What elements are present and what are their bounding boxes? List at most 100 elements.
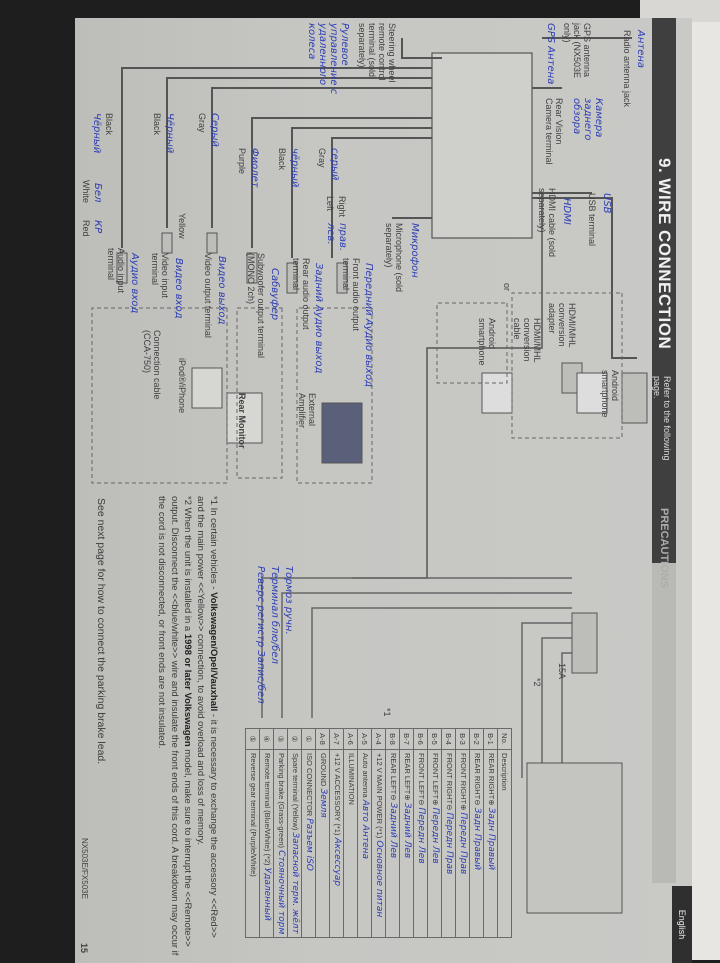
- marker-note1: *1: [382, 708, 392, 717]
- row-description: Parking brake (Grass-green) Стояночный т…: [273, 749, 288, 938]
- row-description: REAR RIGHT⊖ Задн Правый: [469, 749, 484, 938]
- table-row: A-6 ILLUMINATION: [343, 728, 358, 938]
- refer-label: Refer to the following page.: [652, 376, 672, 461]
- row-description: +12 V ACCESSORY (*1) Аксессуар: [329, 749, 344, 938]
- steering-note: Рулевое управление с удаленного колеса: [306, 23, 350, 95]
- header-no: No.: [497, 728, 512, 750]
- row-note: Аксессуар: [332, 837, 342, 887]
- android-phone-bottom: [481, 372, 513, 414]
- row-note: Задний Лев: [402, 802, 412, 859]
- black-note: чёрный: [289, 148, 300, 188]
- row-no: A-5: [357, 728, 372, 750]
- audio-in-note: Аудио вход: [129, 253, 140, 314]
- row-note: Земля: [318, 788, 328, 818]
- row-no: B-2: [469, 728, 484, 750]
- rear-audio-note: Задний Аудио выход: [313, 263, 324, 374]
- rear-monitor-label: Rear Monitor: [237, 393, 247, 449]
- video-in-wire: [166, 77, 432, 228]
- ipod-icon: [191, 367, 223, 409]
- amplifier-icon: [321, 402, 363, 464]
- harness-wire-2: [281, 592, 572, 718]
- purple-label: Purple: [237, 148, 247, 175]
- harness-wire-1: [261, 577, 572, 718]
- table-row: B-1 REAR RIGHT⊕ Задн Правый: [483, 728, 498, 938]
- row-note: Разъем iSO: [304, 818, 314, 871]
- video-out-wire: [211, 87, 432, 228]
- right-note: прав.: [337, 223, 348, 252]
- table-row: A-5 Auto antenna Авто Антена: [357, 728, 372, 938]
- row-description: +12 V MAIN POWER (*1) Основное питан: [371, 749, 386, 938]
- row-no: A-4: [371, 728, 386, 750]
- row-note: Задн Правый: [486, 807, 496, 871]
- right-label: Right: [337, 196, 347, 218]
- manual-page: 9. WIRE CONNECTION PRECAUTIONS English: [75, 18, 692, 963]
- marker-note2: *2: [532, 678, 542, 687]
- usb-label: USB terminal: [587, 193, 597, 247]
- android-bottom-label: Android smartphone: [477, 318, 497, 366]
- steering-label: Steering wheel remote control terminal (…: [357, 23, 397, 83]
- row-note: Основное питан: [374, 840, 384, 918]
- mhl-cable-label: HDMI/MHL conversion cable: [512, 318, 542, 363]
- row-note: Задн Правый: [472, 807, 482, 871]
- purple-note: Фиолет: [249, 148, 260, 188]
- ext-amp-label: External Amplifier: [297, 393, 317, 429]
- harness-connector: [571, 612, 598, 674]
- row-description: Reverse gear terminal (Purple/White): [245, 749, 260, 938]
- camera-label: Rear Vision Camera terminal: [544, 98, 564, 165]
- usb-note: USB: [601, 193, 612, 214]
- iso-connector: [526, 762, 623, 914]
- audio-in-wire: [121, 67, 432, 248]
- microphone-label: Microphone (sold separately): [384, 223, 404, 293]
- audio-in-label: Audio input terminal: [106, 248, 126, 294]
- row-description: FRONT LEFT⊕ Передн Лев: [427, 749, 442, 938]
- video-in-label: Video input terminal: [150, 253, 170, 298]
- harness-wire-4: [521, 622, 572, 778]
- table-row: ⑤ Reverse gear terminal (Purple/White): [245, 728, 260, 938]
- row-no: B-3: [455, 728, 470, 750]
- video-out-note: Видео выход: [216, 256, 227, 325]
- ipod-label: iPod®/iPhone: [177, 358, 187, 414]
- row-description: REAR LEFT⊖ Задний Лев: [385, 749, 400, 938]
- side-note-2: Терминал блю/бел: [269, 566, 280, 664]
- footnotes: *1 In certain vehicles - Volkswagen/Opel…: [155, 496, 220, 956]
- background-paper-corner: [640, 0, 720, 22]
- hdmi-label: HDMI cable (sold separately): [537, 188, 557, 258]
- table-row: B-3 FRONT RIGHT⊕ Передн Прав: [455, 728, 470, 938]
- footnote-2: *2 When the unit is installed in a 1998 …: [156, 496, 193, 956]
- front-audio-label: Front audio output terminal: [341, 258, 361, 332]
- rear-audio-wire: [291, 127, 432, 258]
- harness-wire-6: [561, 652, 572, 778]
- android-box2-dashed: [436, 302, 508, 384]
- rca-sub: [246, 252, 258, 284]
- row-note: Запасной терм. жёлт: [290, 832, 300, 934]
- row-description: FRONT LEFT⊖ Передн Лев: [413, 749, 428, 938]
- black2-note: Чёрный: [164, 113, 175, 154]
- row-description: Spare terminal (Yellow) Запасной терм. ж…: [287, 749, 302, 938]
- ipod-box-dashed: [91, 307, 228, 484]
- row-no: ③: [273, 728, 288, 750]
- row-no: A-6: [343, 728, 358, 750]
- row-description: REAR LEFT⊕ Задний Лев: [399, 749, 414, 938]
- row-no: B-7: [399, 728, 414, 750]
- table-row: B-8 REAR LEFT⊖ Задний Лев: [385, 728, 400, 938]
- row-description: Remote terminal (Blue/White) (*2) Удален…: [259, 749, 274, 938]
- table-row: A-7 +12 V ACCESSORY (*1) Аксессуар: [329, 728, 344, 938]
- gray-note: серый: [329, 148, 340, 181]
- head-unit-back: [431, 52, 533, 239]
- harness-wire-5: [541, 637, 572, 778]
- rear-audio-label: Rear audio output terminal: [291, 258, 311, 330]
- row-no: ②: [287, 728, 302, 750]
- white-label: White: [81, 180, 91, 204]
- monitor-box-dashed: [236, 307, 283, 479]
- table-row: ① ISO CONNECTOR Разъем iSO: [301, 728, 316, 938]
- row-no: ④: [259, 728, 274, 750]
- left-label: Left: [325, 196, 335, 212]
- table-row: B-2 REAR RIGHT⊖ Задн Правый: [469, 728, 484, 938]
- table-row: B-6 FRONT LEFT⊖ Передн Лев: [413, 728, 428, 938]
- row-no: A-8: [315, 728, 330, 750]
- front-audio-wire: [331, 137, 432, 258]
- mhl-adapter-label: HDMI/MHL conversion adapter: [547, 303, 577, 348]
- gray-label: Gray: [317, 148, 327, 168]
- radio-antenna-label: Radio antenna jack: [622, 30, 632, 108]
- table-row: ③ Parking brake (Grass-green) Стояночный…: [273, 728, 288, 938]
